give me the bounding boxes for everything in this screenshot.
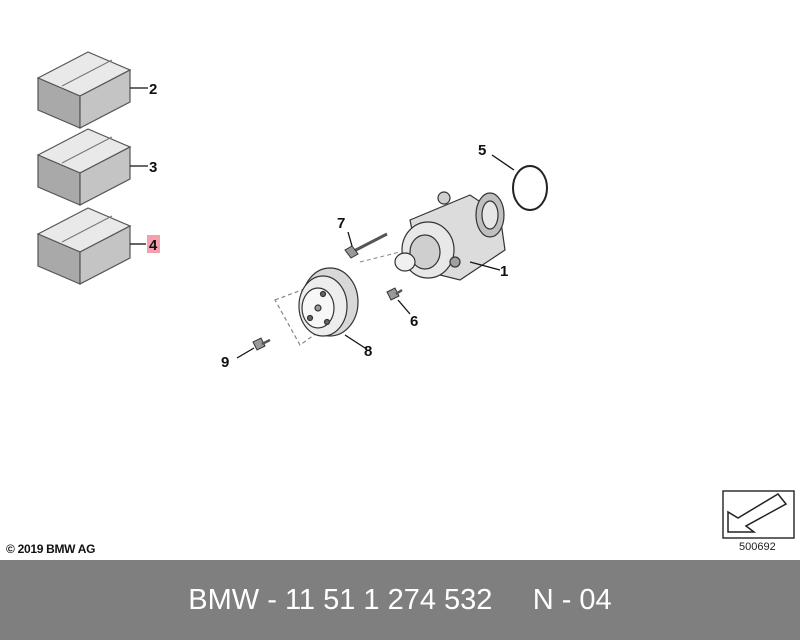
leader-line-5 bbox=[491, 154, 515, 171]
leader-line-8 bbox=[344, 334, 366, 349]
callout-4[interactable]: 4 bbox=[149, 237, 158, 254]
leader-line-9 bbox=[236, 347, 255, 359]
diagram-reference-number: 500692 bbox=[739, 541, 776, 553]
callout-3[interactable]: 3 bbox=[149, 159, 157, 176]
short-bolt-6[interactable] bbox=[386, 287, 403, 301]
leader-line-1 bbox=[469, 261, 501, 271]
short-bolt-9[interactable] bbox=[252, 337, 271, 351]
callout-2[interactable]: 2 bbox=[149, 81, 157, 98]
callout-7[interactable]: 7 bbox=[337, 215, 345, 232]
highlight-marker bbox=[147, 235, 160, 253]
callout-1[interactable]: 1 bbox=[500, 263, 508, 280]
leader-line-6 bbox=[397, 299, 411, 315]
water-pump[interactable] bbox=[394, 191, 506, 281]
parts-diagram: 2 3 4 5 1 7 bbox=[36, 51, 795, 539]
callout-6[interactable]: 6 bbox=[410, 313, 418, 330]
pulley[interactable] bbox=[274, 267, 359, 346]
o-ring[interactable] bbox=[512, 165, 548, 211]
part-number-label: BMW - 11 51 1 274 532 N - 04 bbox=[188, 583, 612, 616]
callout-8[interactable]: 8 bbox=[364, 343, 372, 360]
part-box-2[interactable] bbox=[36, 51, 132, 129]
part-box-4[interactable] bbox=[36, 207, 132, 285]
copyright-notice: © 2019 BMW AG bbox=[6, 542, 96, 556]
footer-bar: BMW - 11 51 1 274 532 N - 04 bbox=[0, 560, 800, 640]
callout-9[interactable]: 9 bbox=[221, 354, 229, 371]
long-bolt[interactable] bbox=[344, 232, 388, 259]
leader-line-7 bbox=[347, 231, 353, 247]
part-box-3[interactable] bbox=[36, 128, 132, 206]
assembly-guide-line bbox=[359, 251, 401, 263]
callout-5[interactable]: 5 bbox=[478, 142, 486, 159]
diagram-reference-arrow-icon bbox=[722, 490, 795, 539]
